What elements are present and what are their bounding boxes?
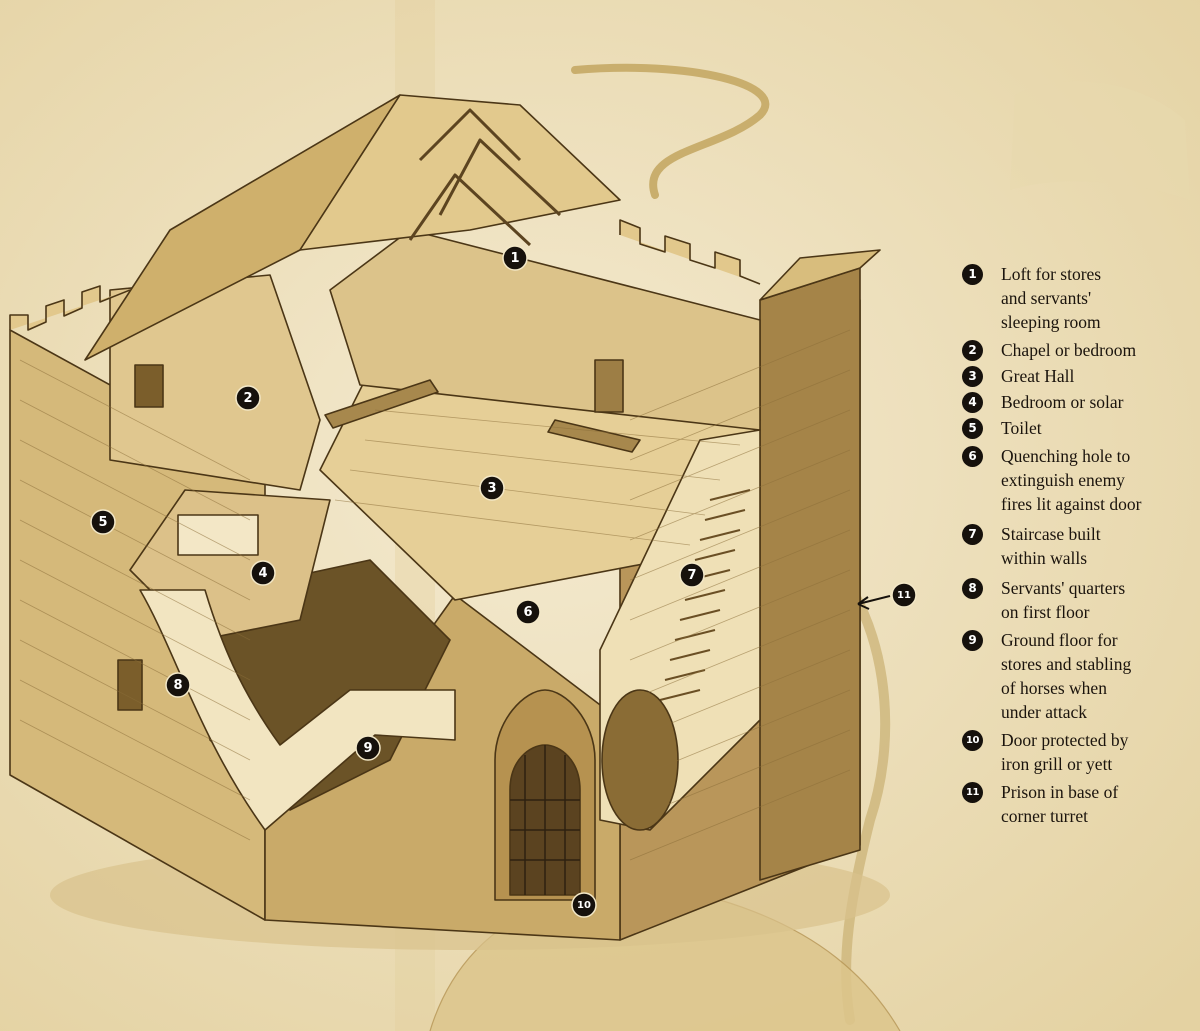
legend-item-5: 5 Toilet <box>962 416 1194 440</box>
marker-circle <box>165 672 191 698</box>
legend-number-badge: 11 <box>962 782 983 803</box>
marker-6: 6 <box>515 599 541 625</box>
marker-8: 8 <box>165 672 191 698</box>
legend-item-8: 8 Servants' quarters on first floor <box>962 576 1194 624</box>
marker-3: 3 <box>479 475 505 501</box>
legend-item-6: 6 Quenching hole to extinguish enemy fire… <box>962 444 1194 516</box>
legend-text: Servants' quarters on first floor <box>1001 578 1126 622</box>
battlements-right <box>619 219 761 285</box>
legend-item-10: 10 Door protected by iron grill or yett <box>962 728 1194 776</box>
marker-number: 8 <box>173 678 182 693</box>
hall-table-left <box>324 379 439 429</box>
marker-circle <box>515 599 541 625</box>
marker-number: 9 <box>363 741 372 756</box>
legend-number-badge: 3 <box>962 366 983 387</box>
marker-number: 1 <box>510 251 519 266</box>
marker-circle <box>479 475 505 501</box>
chapel-window <box>134 364 164 408</box>
bed <box>177 514 259 556</box>
legend-item-4: 4 Bedroom or solar <box>962 390 1194 414</box>
marker-5: 5 <box>90 509 116 535</box>
marker-11-arrow <box>857 595 891 610</box>
legend-number-badge: 10 <box>962 730 983 751</box>
legend-text: Loft for stores and servants' sleeping r… <box>1001 264 1102 332</box>
hall-window <box>594 359 624 413</box>
legend-number-badge: 5 <box>962 418 983 439</box>
landscape-path <box>571 63 770 199</box>
marker-circle <box>235 385 261 411</box>
marker-number: 3 <box>487 481 496 496</box>
marker-11: 11 <box>891 582 917 608</box>
legend-text: Door protected by iron grill or yett <box>1001 730 1129 774</box>
legend-text: Ground floor for stores and stabling of … <box>1001 630 1132 722</box>
marker-circle <box>571 892 597 918</box>
legend-text: Toilet <box>1001 418 1042 438</box>
left-wall-window <box>117 659 143 711</box>
legend-text: Great Hall <box>1001 366 1075 386</box>
roof-trusses <box>408 108 562 247</box>
battlements-left <box>9 285 131 331</box>
legend-text: Staircase built within walls <box>1001 524 1101 568</box>
yett-grill <box>510 745 580 895</box>
legend-item-2: 2 Chapel or bedroom <box>962 338 1194 362</box>
legend-number-badge: 7 <box>962 524 983 545</box>
corner-turret <box>759 267 861 881</box>
legend-number-badge: 2 <box>962 340 983 361</box>
marker-number: 6 <box>523 605 532 620</box>
turret-top <box>759 249 881 301</box>
legend-text: Prison in base of corner turret <box>1001 782 1119 826</box>
legend-item-9: 9 Ground floor for stores and stabling of… <box>962 628 1194 724</box>
legend-number-badge: 1 <box>962 264 983 285</box>
marker-circle <box>502 245 528 271</box>
hall-table-right <box>547 419 641 453</box>
marker-circle <box>90 509 116 535</box>
marker-number: 10 <box>577 900 591 911</box>
marker-4: 4 <box>250 560 276 586</box>
staircase-steps <box>659 489 751 701</box>
legend-text: Quenching hole to extinguish enemy fires… <box>1001 446 1142 514</box>
marker-2: 2 <box>235 385 261 411</box>
legend-number-badge: 6 <box>962 446 983 467</box>
marker-circle <box>355 735 381 761</box>
legend-item-11: 11 Prison in base of corner turret <box>962 780 1194 828</box>
marker-number: 5 <box>98 515 107 530</box>
marker-number: 4 <box>258 566 267 581</box>
marker-number: 2 <box>243 391 252 406</box>
legend-item-3: 3 Great Hall <box>962 364 1194 388</box>
legend-text: Bedroom or solar <box>1001 392 1124 412</box>
marker-9: 9 <box>355 735 381 761</box>
marker-10: 10 <box>571 892 597 918</box>
legend-number-badge: 8 <box>962 578 983 599</box>
marker-1: 1 <box>502 245 528 271</box>
legend-text: Chapel or bedroom <box>1001 340 1137 360</box>
marker-circle <box>891 582 917 608</box>
legend: 1 Loft for stores and servants' sleeping … <box>962 262 1194 828</box>
legend-number-badge: 4 <box>962 392 983 413</box>
legend-item-1: 1 Loft for stores and servants' sleeping … <box>962 262 1194 334</box>
great-hall-back-wall <box>329 229 761 431</box>
legend-number-badge: 9 <box>962 630 983 651</box>
marker-7: 7 <box>679 562 705 588</box>
marker-circle <box>679 562 705 588</box>
servants-wall-cutaway <box>139 589 456 831</box>
marker-circle <box>250 560 276 586</box>
roof-slope <box>299 94 621 251</box>
legend-item-7: 7 Staircase built within walls <box>962 522 1194 570</box>
marker-layer: 1 2 3 4 5 6 7 8 9 10 11 <box>90 245 917 918</box>
spiral-staircase <box>601 689 679 831</box>
marker-number: 7 <box>687 568 696 583</box>
landscape-path-lower <box>825 555 891 1025</box>
marker-number: 11 <box>897 590 911 601</box>
